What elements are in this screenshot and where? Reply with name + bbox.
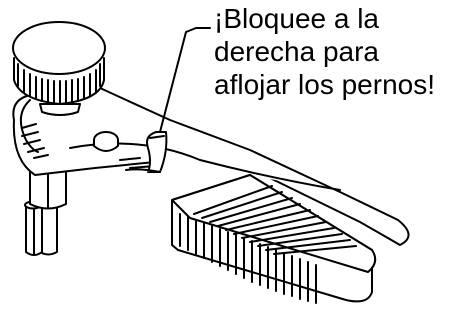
grip-handle: [171, 174, 377, 304]
callout-line-1: ¡Bloquee a la: [214, 3, 380, 34]
callout-line-2: derecha para: [214, 36, 380, 67]
callout-leader-line: [159, 27, 211, 133]
knurled-thumb-wheel: [12, 21, 106, 116]
callout-line-3: aflojar los pernos!: [214, 69, 436, 100]
lock-lever: [125, 131, 168, 173]
lock-instruction-callout: ¡Bloquee a la derecha para aflojar los p…: [214, 2, 470, 101]
rivet-button: [93, 131, 119, 152]
